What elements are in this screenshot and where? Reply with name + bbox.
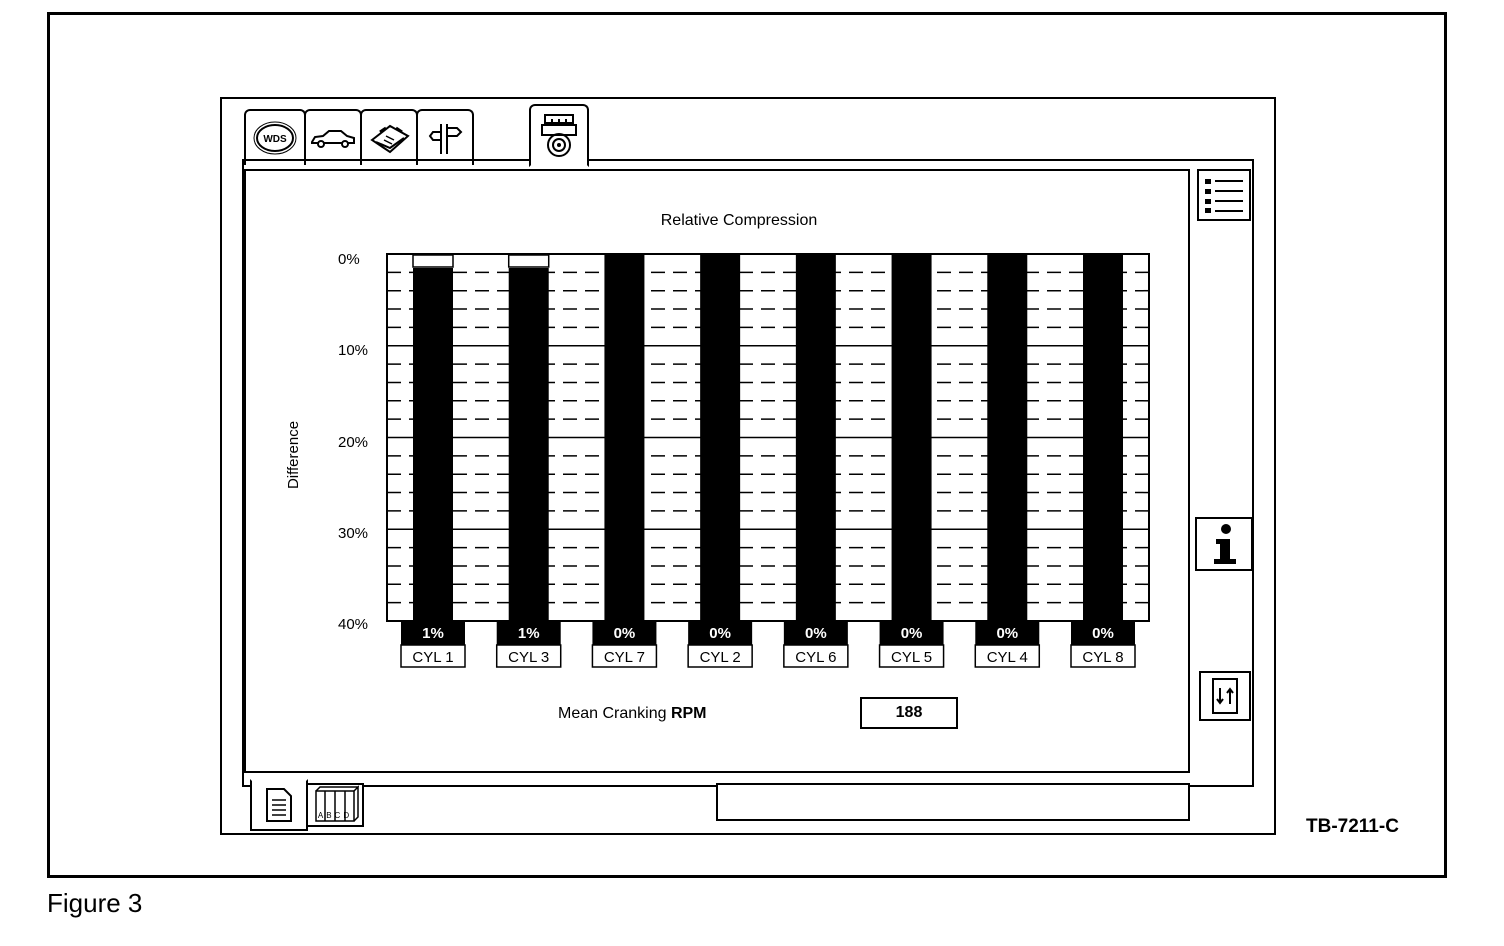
signpost-tab[interactable] (416, 109, 474, 165)
category-box (878, 644, 945, 668)
value-label-bg (592, 621, 657, 645)
abcd-tab[interactable]: ABCD (306, 783, 364, 827)
wds-tab[interactable]: WDS (244, 109, 306, 165)
bar-cyl-5 (891, 255, 932, 621)
category-box (974, 644, 1041, 668)
y-tick-30: 30% (338, 525, 368, 542)
category-box (591, 644, 658, 668)
rpm-label-prefix: Mean Cranking (558, 705, 671, 722)
category-box (1070, 644, 1136, 668)
value-label-bg (783, 621, 848, 645)
y-axis-label: Difference (285, 421, 302, 489)
vehicle-tab[interactable] (304, 109, 362, 165)
figure-frame (47, 12, 1447, 878)
value-label-bg (1071, 621, 1135, 645)
engine-icon (541, 113, 577, 157)
app-window: WDS (220, 97, 1276, 835)
y-tick-10: 10% (338, 342, 368, 359)
bar-cyl-3 (508, 268, 549, 621)
category-label: CYL 2 (700, 649, 741, 666)
category-label: CYL 8 (1082, 649, 1123, 666)
bar-cyl-8 (1083, 255, 1123, 621)
info-button[interactable] (1195, 517, 1253, 571)
value-label: 0% (709, 625, 731, 642)
value-label: 1% (422, 625, 444, 642)
bar-cyl-6 (795, 255, 836, 621)
category-label: CYL 5 (891, 649, 932, 666)
category-label: CYL 6 (795, 649, 836, 666)
category-box (783, 644, 849, 668)
toolbox-icon (370, 124, 410, 154)
value-label-bg (975, 621, 1040, 645)
y-tick-40: 40% (338, 616, 368, 633)
chart-title: Relative Compression (661, 212, 818, 229)
abcd-text: ABCD (318, 811, 352, 820)
wds-logo-text: WDS (263, 134, 287, 145)
category-label: CYL 4 (987, 649, 1028, 666)
status-field (716, 783, 1190, 821)
rpm-label-bold: RPM (670, 705, 707, 722)
document-icon (266, 788, 292, 822)
value-label-bg (496, 621, 561, 645)
relative-compression-chart: Relative Compression Difference 0% 10% 2… (285, 212, 1150, 668)
rpm-label: Mean Cranking RPM (558, 705, 707, 723)
bar-cap (507, 254, 550, 268)
value-label-bg (401, 621, 465, 645)
value-label: 1% (518, 625, 540, 642)
value-label: 0% (901, 625, 923, 642)
info-icon (1214, 524, 1236, 564)
category-label: CYL 7 (604, 649, 645, 666)
bar-cyl-2 (700, 255, 741, 621)
value-label: 0% (805, 625, 827, 642)
bar-cap (412, 254, 454, 268)
engine-tab[interactable] (529, 104, 589, 167)
figure-caption: Figure 3 (47, 888, 143, 918)
figure-code: TB-7211-C (1306, 816, 1399, 837)
signpost-icon (428, 124, 463, 154)
category-box (687, 644, 753, 668)
chart-panel: Relative Compression Difference 0% 10% 2… (244, 169, 1190, 773)
value-label: 0% (996, 625, 1018, 642)
wds-logo-icon: WDS (253, 121, 297, 155)
category-label: CYL 1 (412, 649, 453, 666)
document-exchange-icon (1212, 678, 1238, 714)
y-tick-0: 0% (338, 251, 360, 268)
car-icon (311, 130, 355, 148)
notes-tab[interactable] (250, 779, 308, 831)
bar-cyl-4 (987, 255, 1028, 621)
bar-cyl-7 (604, 255, 645, 621)
bar-cyl-1 (413, 268, 453, 621)
value-label-bg (688, 621, 753, 645)
y-tick-20: 20% (338, 434, 368, 451)
exchange-button[interactable] (1199, 671, 1251, 721)
category-label: CYL 3 (508, 649, 549, 666)
value-label: 0% (614, 625, 636, 642)
rpm-value-box: 188 (860, 697, 958, 729)
abcd-binder-icon: ABCD (315, 785, 359, 822)
category-box (495, 644, 562, 668)
value-label: 0% (1092, 625, 1114, 642)
category-box (400, 644, 466, 668)
toolbox-tab[interactable] (360, 109, 418, 165)
list-button[interactable] (1197, 169, 1251, 221)
list-icon (1205, 179, 1243, 213)
value-label-bg (879, 621, 944, 645)
